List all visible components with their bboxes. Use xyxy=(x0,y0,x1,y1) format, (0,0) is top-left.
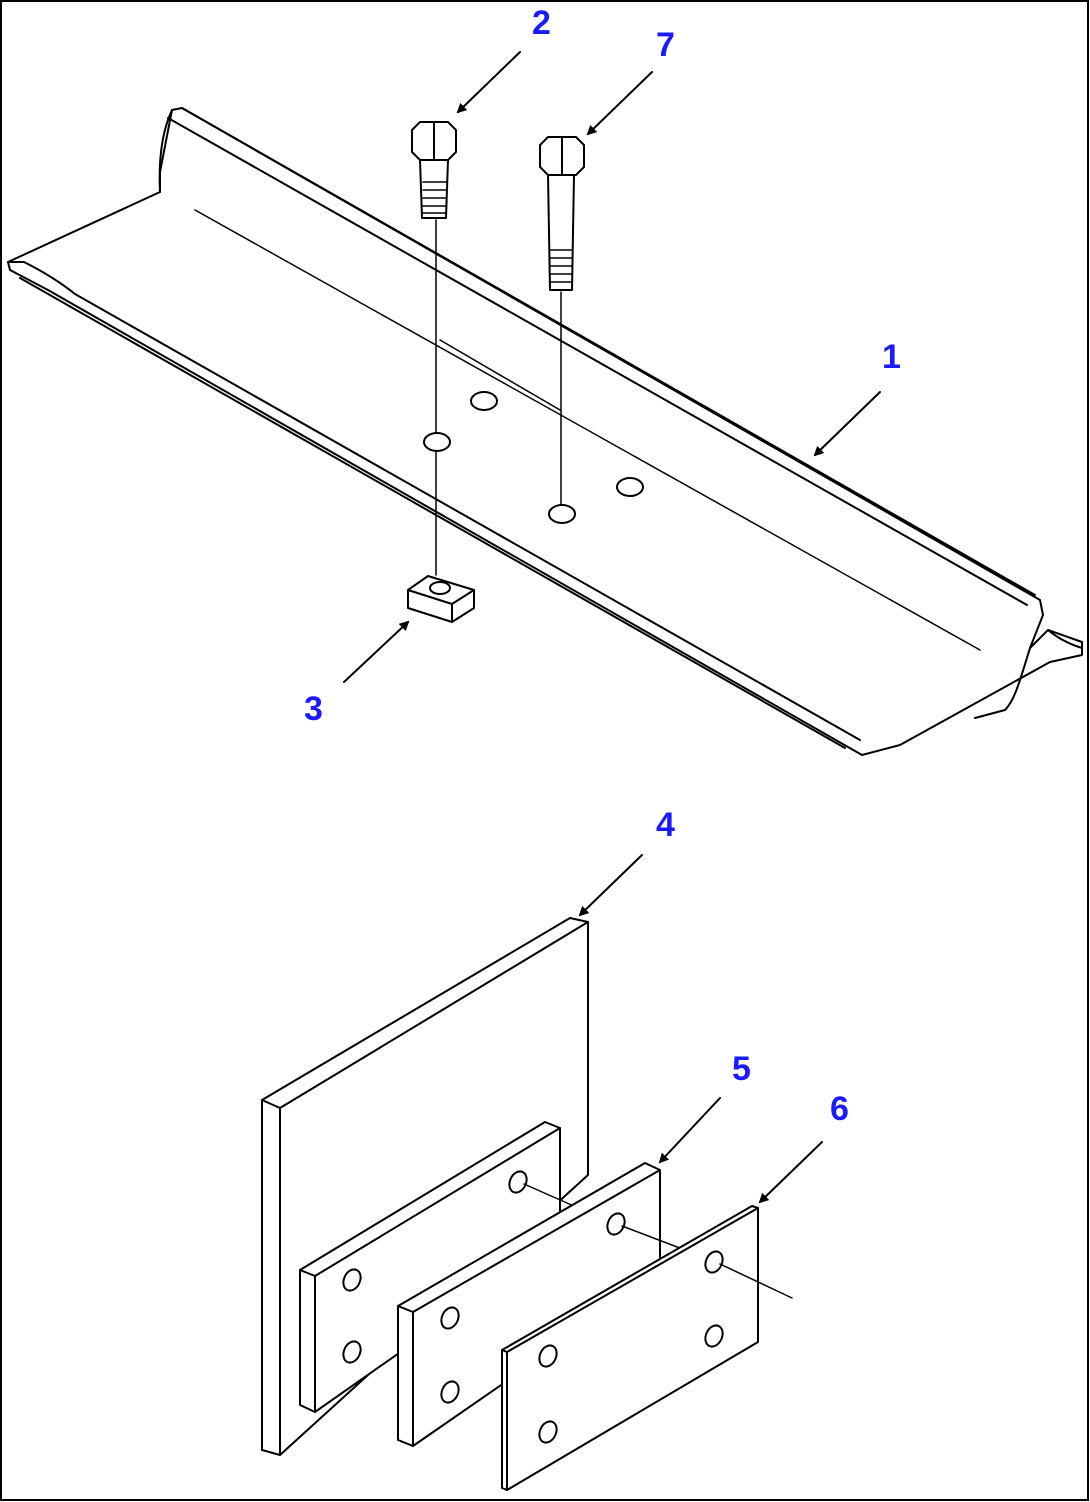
leader-arrow-4 xyxy=(578,854,643,917)
leader-arrow-2 xyxy=(456,51,521,114)
part-3-nut xyxy=(407,451,475,623)
part-2-short-bolt xyxy=(411,121,457,433)
leader-arrows xyxy=(343,51,881,1204)
callout-5: 5 xyxy=(732,1050,751,1088)
callout-labels: 2 7 1 3 4 5 6 xyxy=(304,4,901,1128)
leader-arrow-3 xyxy=(343,620,410,683)
callout-4: 4 xyxy=(656,806,675,844)
callout-6: 6 xyxy=(830,1090,849,1128)
leader-arrow-7 xyxy=(586,71,653,136)
leader-arrow-5 xyxy=(658,1097,721,1164)
leader-arrow-6 xyxy=(758,1141,823,1204)
part-7-long-bolt xyxy=(539,136,585,506)
callout-2: 2 xyxy=(532,4,551,42)
part-6-shim xyxy=(501,1205,793,1491)
callout-1: 1 xyxy=(882,338,901,376)
callout-3: 3 xyxy=(304,690,323,728)
leader-arrow-1 xyxy=(813,391,881,457)
part-1-track-shoe xyxy=(7,107,1083,756)
callout-7: 7 xyxy=(656,26,675,64)
